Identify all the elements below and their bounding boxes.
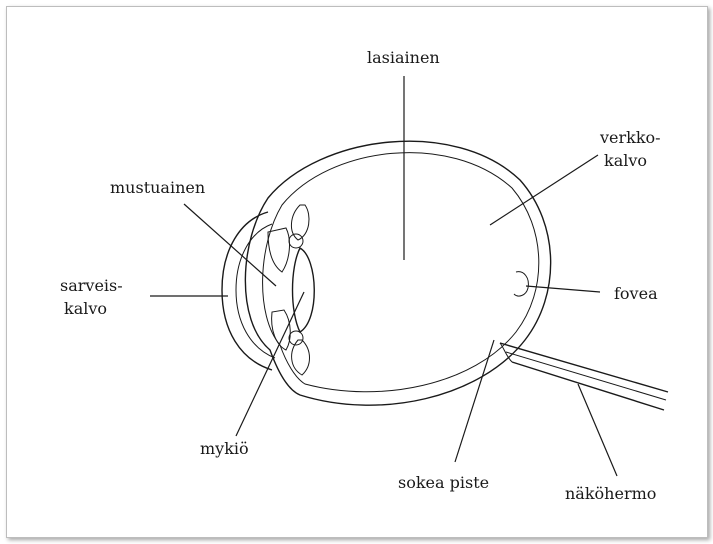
optic-nerve xyxy=(500,343,668,410)
label-lasiainen: lasiainen xyxy=(367,48,440,67)
label-sokea-piste: sokea piste xyxy=(398,473,489,492)
leader-nakohermo xyxy=(578,384,617,476)
label-verkkokalvo-line2: kalvo xyxy=(604,151,647,170)
label-sarveiskalvo-line2: kalvo xyxy=(64,299,107,318)
label-mustuainen: mustuainen xyxy=(110,178,205,197)
leader-mustuainen xyxy=(184,204,276,286)
leader-verkkokalvo xyxy=(490,155,598,225)
label-mykio: mykiö xyxy=(200,439,249,458)
leader-fovea xyxy=(526,286,600,292)
labels: lasiainen verkko- kalvo mustuainen sarve… xyxy=(60,48,661,503)
eyeball xyxy=(245,141,550,405)
label-verkkokalvo-line1: verkko- xyxy=(599,128,661,147)
leader-lines xyxy=(150,76,617,476)
label-nakohermo: näköhermo xyxy=(565,484,656,503)
fovea-shape xyxy=(514,272,528,296)
lens xyxy=(293,248,315,332)
leader-sokea-piste xyxy=(455,340,494,462)
iris xyxy=(268,205,310,375)
leader-mykio xyxy=(236,292,304,436)
label-sarveiskalvo-line1: sarveis- xyxy=(60,276,123,295)
label-fovea: fovea xyxy=(614,284,658,303)
